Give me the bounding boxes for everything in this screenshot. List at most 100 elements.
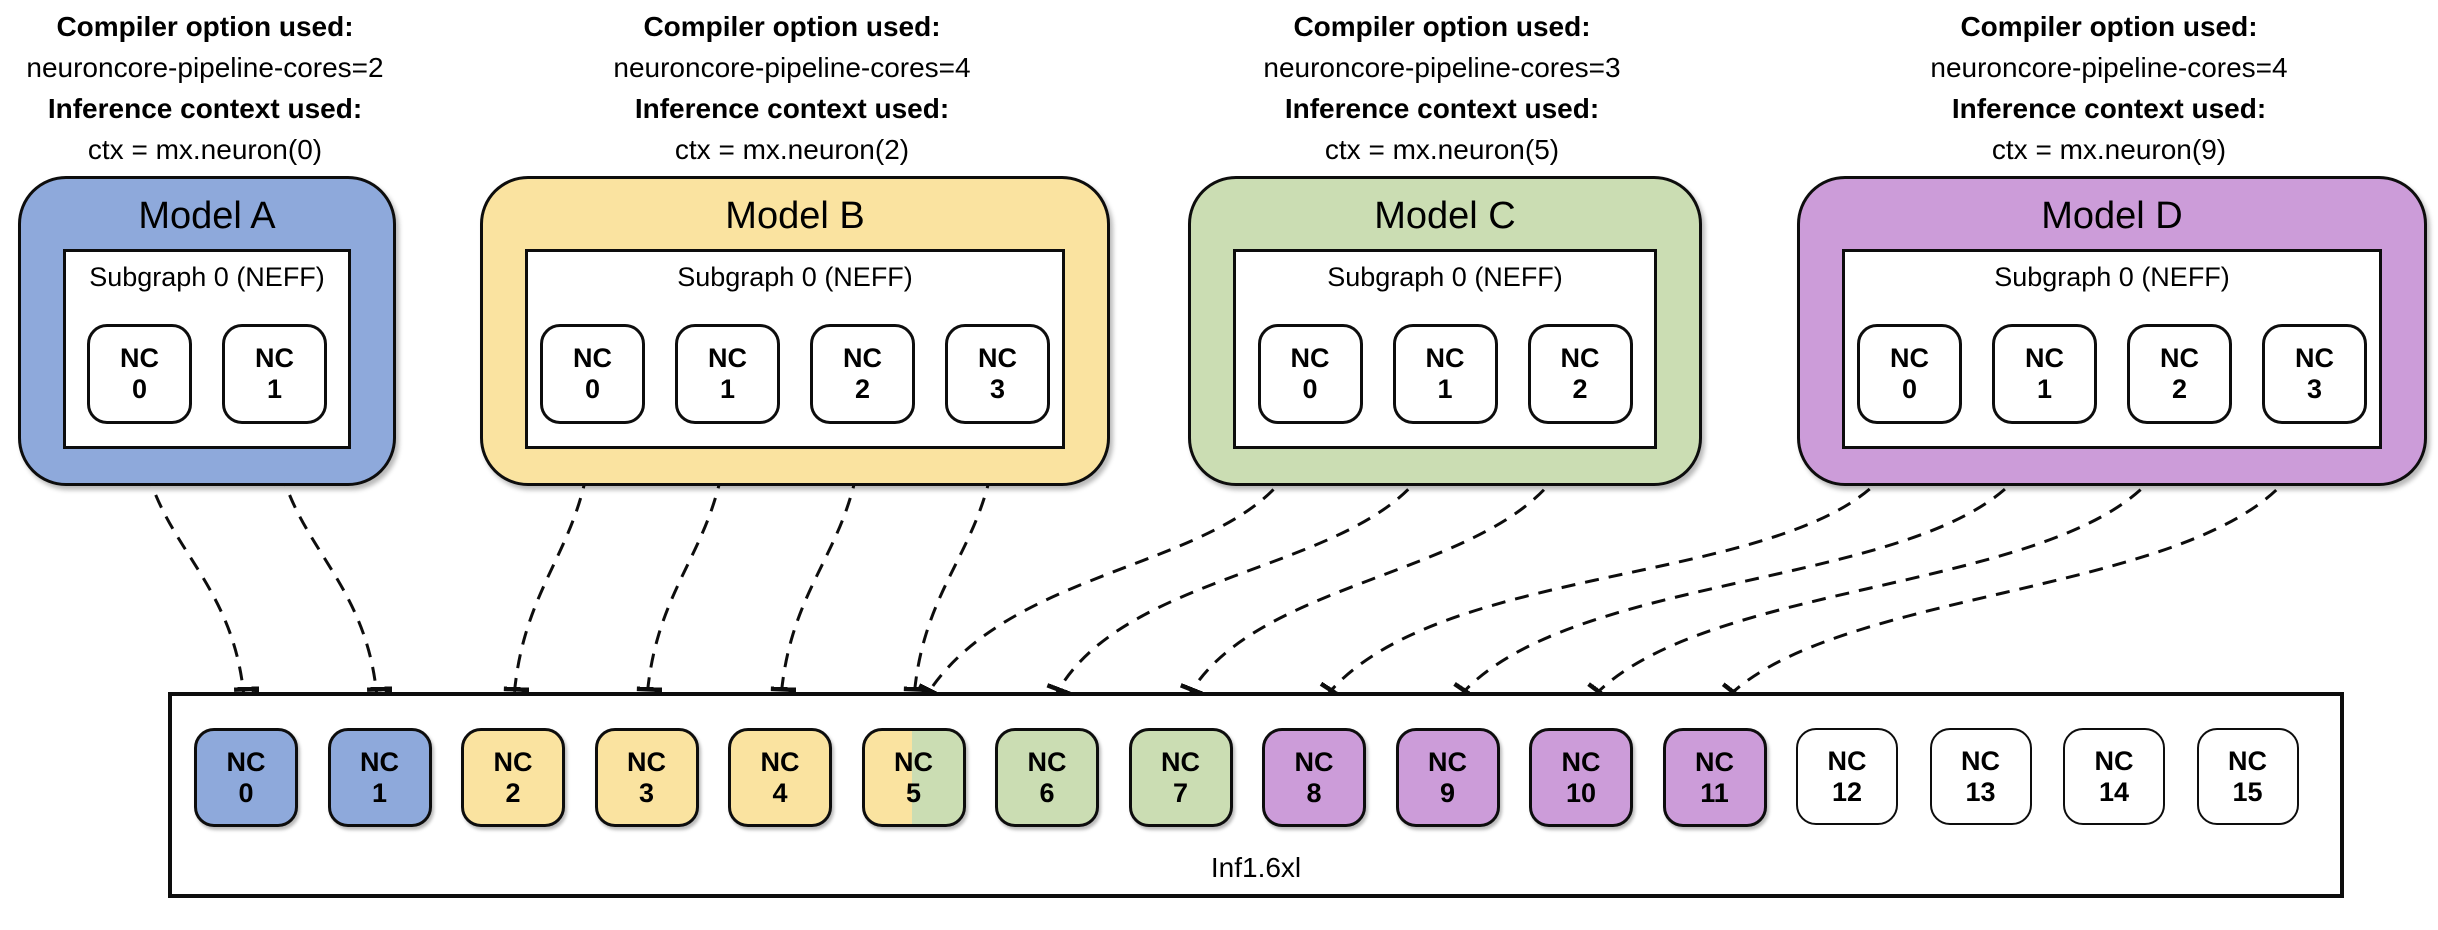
core-number: 2 — [505, 777, 521, 808]
model-a-title: Model A — [138, 195, 276, 237]
model-d-core-row: NC 0 NC 1 NC 2 NC 3 — [1845, 324, 2379, 424]
core-number: 3 — [2306, 374, 2323, 404]
model-b-nc0-chip: NC 0 — [540, 324, 645, 424]
annotation-model-d: Compiler option used: neuroncore-pipelin… — [1779, 6, 2438, 170]
core-name: NC — [2228, 745, 2267, 776]
compiler-option-value: neuroncore-pipeline-cores=4 — [613, 52, 971, 83]
inference-context-label: Inference context used: — [47, 93, 363, 124]
core-name: NC — [1961, 745, 2000, 776]
annotation-model-c: Compiler option used: neuroncore-pipelin… — [1112, 6, 1772, 170]
core-name: NC — [1560, 343, 1600, 373]
inference-context-value: ctx = mx.neuron(0) — [87, 134, 323, 165]
core-number: 0 — [1901, 374, 1918, 404]
model-c-nc1-chip: NC 1 — [1392, 324, 1498, 424]
core-number: 12 — [1831, 776, 1863, 807]
core-number: 3 — [638, 777, 655, 808]
model-c-title: Model C — [1374, 195, 1516, 237]
inference-context-value: ctx = mx.neuron(9) — [1991, 134, 2227, 165]
model-a-subgraph-box: Subgraph 0 (NEFF) NC 0 NC 1 — [63, 249, 351, 449]
model-a-box: Model A Subgraph 0 (NEFF) NC 0 NC 1 — [18, 176, 396, 486]
core-name: NC — [1161, 746, 1200, 777]
core-name: NC — [843, 343, 882, 373]
core-name: NC — [255, 343, 294, 373]
core-number: 1 — [371, 777, 388, 808]
core-name: NC — [226, 746, 266, 777]
compiler-option-label: Compiler option used: — [56, 11, 354, 42]
core-number: 2 — [1572, 374, 1588, 404]
annotation-model-b: Compiler option used: neuroncore-pipelin… — [462, 6, 1122, 170]
annotation-model-a: Compiler option used: neuroncore-pipelin… — [0, 6, 460, 170]
model-a-nc1-chip: NC 1 — [222, 324, 327, 424]
core-number: 2 — [2171, 374, 2188, 404]
core-name: NC — [360, 746, 399, 777]
core-number: 14 — [2098, 776, 2130, 807]
core-number: 15 — [2232, 776, 2263, 807]
compiler-option-label: Compiler option used: — [1960, 11, 2258, 42]
core-number: 1 — [266, 374, 283, 404]
core-name: NC — [978, 343, 1017, 373]
core-number: 0 — [1302, 374, 1318, 404]
core-number: 7 — [1172, 777, 1189, 808]
model-b-nc2-chip: NC 2 — [810, 324, 915, 424]
core-name: NC — [573, 343, 612, 373]
model-d-subgraph-box: Subgraph 0 (NEFF) NC 0 NC 1 NC 2 NC 3 — [1842, 249, 2382, 449]
core-name: NC — [2025, 343, 2064, 373]
core-number: 1 — [1437, 374, 1453, 404]
compiler-option-value: neuroncore-pipeline-cores=3 — [1263, 52, 1621, 83]
inference-context-label: Inference context used: — [1951, 93, 2267, 124]
model-c-nc2-chip: NC 2 — [1527, 324, 1633, 424]
core-number: 13 — [1965, 776, 1996, 807]
core-number: 5 — [905, 777, 922, 808]
core-name: NC — [1561, 746, 1601, 777]
core-number: 4 — [772, 777, 788, 808]
model-b-nc3-chip: NC 3 — [945, 324, 1050, 424]
core-name: NC — [493, 746, 533, 777]
subgraph-label: Subgraph 0 (NEFF) — [89, 262, 325, 292]
model-d-title: Model D — [2041, 195, 2183, 237]
core-number: 10 — [1565, 777, 1597, 808]
core-name: NC — [1425, 343, 1465, 373]
model-c-subgraph-box: Subgraph 0 (NEFF) NC 0 NC 1 NC 2 — [1233, 249, 1657, 449]
inference-context-label: Inference context used: — [634, 93, 950, 124]
core-number: 0 — [238, 777, 254, 808]
core-name: NC — [1294, 746, 1334, 777]
core-name: NC — [627, 746, 666, 777]
core-name: NC — [120, 343, 159, 373]
model-b-core-row: NC 0 NC 1 NC 2 NC 3 — [528, 324, 1062, 424]
core-number: 1 — [2036, 374, 2053, 404]
inference-context-value: ctx = mx.neuron(5) — [1324, 134, 1560, 165]
core-name: NC — [1890, 343, 1929, 373]
core-number: 3 — [989, 374, 1006, 404]
model-c-nc0-chip: NC 0 — [1257, 324, 1363, 424]
inference-context-value: ctx = mx.neuron(2) — [674, 134, 910, 165]
core-name: NC — [2094, 745, 2134, 776]
model-d-box: Model D Subgraph 0 (NEFF) NC 0 NC 1 NC 2… — [1797, 176, 2427, 486]
core-number: 0 — [131, 374, 148, 404]
core-name: NC — [1827, 745, 1867, 776]
core-number: 11 — [1700, 777, 1729, 808]
model-a-core-row: NC 0 NC 1 — [66, 324, 348, 424]
subgraph-label: Subgraph 0 (NEFF) — [1994, 262, 2230, 292]
model-d-nc3-chip: NC 3 — [2262, 324, 2367, 424]
core-name: NC — [1428, 746, 1467, 777]
core-number: 9 — [1439, 777, 1456, 808]
compiler-option-value: neuroncore-pipeline-cores=2 — [26, 52, 384, 83]
core-name: NC — [1695, 746, 1734, 777]
compiler-option-label: Compiler option used: — [1293, 11, 1591, 42]
core-number: 8 — [1306, 777, 1322, 808]
model-c-box: Model C Subgraph 0 (NEFF) NC 0 NC 1 NC 2 — [1188, 176, 1702, 486]
model-d-nc1-chip: NC 1 — [1992, 324, 2097, 424]
core-number: 6 — [1039, 777, 1055, 808]
